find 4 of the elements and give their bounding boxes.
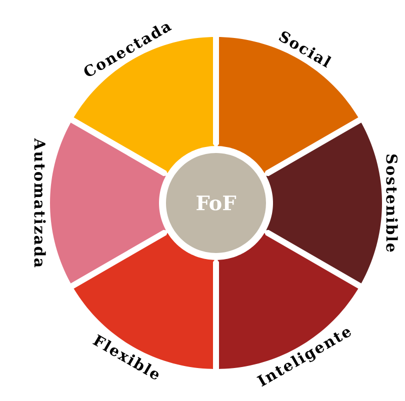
ring-sector <box>266 122 382 284</box>
ring-sector <box>50 122 166 284</box>
sector-label: Automatizada <box>34 138 46 268</box>
sector-label: Sostenible <box>386 154 398 252</box>
